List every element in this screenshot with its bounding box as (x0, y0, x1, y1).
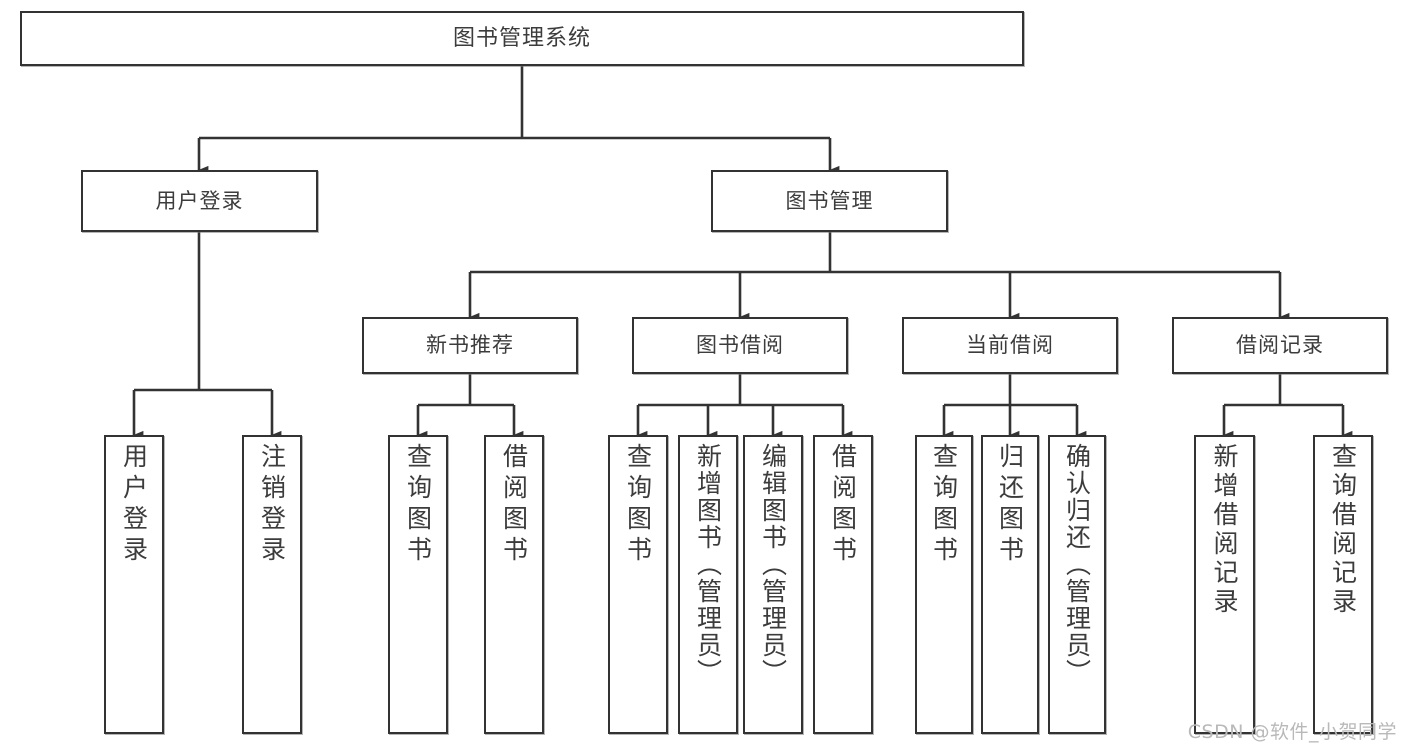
node-leaf-query-borrow-record[interactable]: 查询借阅记录 (1313, 435, 1373, 734)
node-leaf-confirm-return-admin-label: 确认归还（管理员） (1062, 443, 1092, 686)
node-leaf-borrow-book-label: 借阅图书 (828, 443, 858, 567)
node-leaf-edit-book-admin-label: 编辑图书（管理员） (758, 443, 788, 686)
node-user-login-label: 用户登录 (155, 188, 244, 213)
node-user-login[interactable]: 用户登录 (81, 170, 318, 232)
node-leaf-borrow-book[interactable]: 借阅图书 (813, 435, 873, 734)
node-leaf-borrow-book-rec-label: 借阅图书 (499, 443, 529, 567)
node-borrow-record-label: 借阅记录 (1236, 333, 1324, 358)
node-leaf-add-borrow-record[interactable]: 新增借阅记录 (1194, 435, 1255, 734)
node-leaf-confirm-return-admin[interactable]: 确认归还（管理员） (1048, 435, 1106, 734)
node-book-management-label: 图书管理 (785, 188, 874, 213)
node-leaf-return-book-label: 归还图书 (995, 443, 1025, 567)
node-leaf-query-book-current-label: 查询图书 (929, 443, 959, 567)
node-leaf-edit-book-admin[interactable]: 编辑图书（管理员） (743, 435, 803, 734)
node-leaf-user-logout-label: 注销登录 (257, 443, 287, 567)
node-leaf-query-book-current[interactable]: 查询图书 (915, 435, 973, 734)
node-book-borrow-label: 图书借阅 (696, 333, 784, 358)
node-book-borrow[interactable]: 图书借阅 (632, 317, 848, 374)
node-leaf-user-logout[interactable]: 注销登录 (242, 435, 302, 734)
node-leaf-return-book[interactable]: 归还图书 (981, 435, 1039, 734)
node-leaf-borrow-book-rec[interactable]: 借阅图书 (484, 435, 544, 734)
node-leaf-add-book-admin-label: 新增图书（管理员） (693, 443, 723, 686)
node-new-book-recommend[interactable]: 新书推荐 (362, 317, 578, 374)
node-leaf-query-book-rec-label: 查询图书 (403, 443, 433, 567)
watermark: CSDN @软件_小贺同学 (1187, 721, 1397, 743)
node-current-borrow-label: 当前借阅 (966, 333, 1054, 358)
node-leaf-add-book-admin[interactable]: 新增图书（管理员） (678, 435, 738, 734)
node-root[interactable]: 图书管理系统 (20, 11, 1024, 66)
node-leaf-query-book-borrow-label: 查询图书 (623, 443, 653, 567)
node-book-management[interactable]: 图书管理 (711, 170, 948, 232)
node-root-label: 图书管理系统 (452, 25, 591, 51)
node-leaf-query-book-rec[interactable]: 查询图书 (388, 435, 448, 734)
node-leaf-user-login-label: 用户登录 (119, 443, 149, 567)
node-leaf-query-borrow-record-label: 查询借阅记录 (1328, 443, 1358, 617)
node-borrow-record[interactable]: 借阅记录 (1172, 317, 1388, 374)
node-leaf-user-login[interactable]: 用户登录 (104, 435, 164, 734)
node-leaf-query-book-borrow[interactable]: 查询图书 (608, 435, 668, 734)
node-leaf-add-borrow-record-label: 新增借阅记录 (1210, 443, 1239, 617)
node-current-borrow[interactable]: 当前借阅 (902, 317, 1118, 374)
node-new-book-recommend-label: 新书推荐 (426, 333, 514, 358)
